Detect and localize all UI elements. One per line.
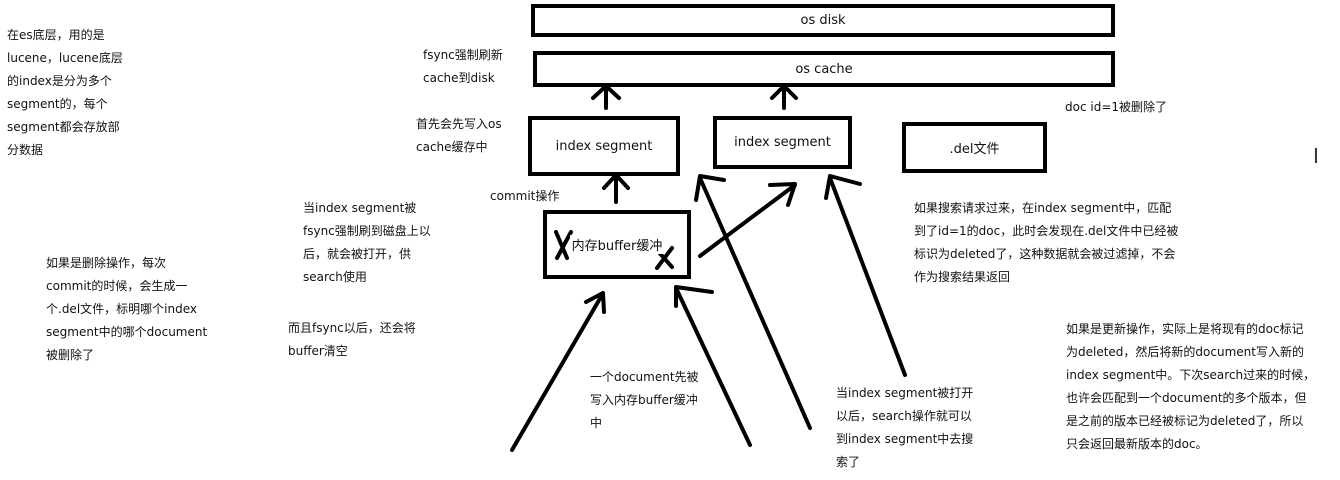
- note-line: doc id=1被删除了: [1065, 100, 1168, 114]
- note-line: 标识为deleted了，这种数据就会被过滤掉，不会: [914, 247, 1176, 261]
- os-disk-label: os disk: [800, 13, 846, 28]
- note-line: cache缓存中: [416, 140, 488, 154]
- note-line: 写入内存buffer缓冲: [590, 393, 698, 407]
- note-commit: commit操作: [490, 185, 559, 208]
- os-disk-box: os disk: [531, 4, 1115, 37]
- os-cache-box: os cache: [533, 51, 1115, 87]
- note-line: fsync强制刷新: [423, 48, 503, 62]
- arrow-segment1-to-cache: [591, 84, 621, 110]
- note-es-lucene: 在es底层，用的是 lucene，lucene底层 的index是分为多个 se…: [7, 24, 123, 162]
- note-line: 到了id=1的doc，此时会发现在.del文件中已经被: [914, 224, 1179, 238]
- note-line: commit操作: [490, 189, 560, 203]
- index-segment-1-label: index segment: [555, 138, 653, 154]
- note-line: 也许会匹配到一个document的多个版本，但: [1066, 391, 1307, 405]
- note-line: 后，就会被打开，供: [303, 247, 412, 261]
- arrow-buffer-to-segment2: [698, 182, 797, 258]
- os-cache-label: os cache: [795, 61, 853, 77]
- note-line: segment中的哪个document: [46, 325, 208, 339]
- arrow-search-to-segment2-a: [694, 174, 812, 430]
- note-line: 作为搜索结果返回: [914, 270, 1011, 284]
- arrow-document-to-buffer-1: [510, 291, 606, 452]
- note-line: commit的时候，会生成一: [46, 279, 188, 293]
- note-line: 个.del文件，标明哪个index: [46, 302, 197, 316]
- note-line: 被删除了: [46, 348, 95, 362]
- note-line: segment都会存放部: [7, 120, 120, 134]
- arrow-buffer-to-segment1: [602, 173, 630, 204]
- note-line: search使用: [303, 270, 367, 284]
- note-line: lucene，lucene底层: [7, 51, 123, 65]
- note-line: index segment中。下次search过来的时候，: [1066, 368, 1316, 382]
- note-update-op: 如果是更新操作，实际上是将现有的doc标记 为deleted，然后将新的docu…: [1066, 318, 1315, 456]
- arrow-segment2-to-cache: [770, 84, 798, 110]
- memory-buffer-label: 内存buffer缓冲: [569, 235, 665, 254]
- note-write-os-cache: 首先会先写入os cache缓存中: [416, 113, 502, 159]
- note-line: 为deleted，然后将新的document写入新的: [1066, 345, 1304, 359]
- note-line: 中: [590, 416, 603, 430]
- text-cursor-icon: I: [1313, 144, 1319, 168]
- note-line: 是之前的版本已经被标记为deleted了，所以: [1066, 414, 1304, 428]
- note-line: 而且fsync以后，还会将: [288, 321, 416, 335]
- note-line: 如果是更新操作，实际上是将现有的doc标记: [1066, 322, 1304, 336]
- note-line: 分数据: [7, 143, 44, 157]
- note-doc-to-buffer: 一个document先被 写入内存buffer缓冲 中: [590, 366, 699, 435]
- note-line: 一个document先被: [590, 370, 699, 384]
- note-doc-deleted: doc id=1被删除了: [1065, 96, 1167, 119]
- note-line: 在es底层，用的是: [7, 28, 105, 42]
- note-search-segment: 当index segment被打开 以后，search操作就可以 到index …: [836, 382, 973, 474]
- arrow-search-to-segment2-b: [824, 174, 907, 377]
- note-line: 当index segment被: [303, 201, 417, 215]
- note-line: 当index segment被打开: [836, 386, 974, 400]
- note-line: 首先会先写入os: [416, 117, 502, 131]
- note-delete-op: 如果是删除操作，每次 commit的时候，会生成一 个.del文件，标明哪个in…: [46, 252, 207, 367]
- note-line: segment的，每个: [7, 97, 108, 111]
- arrow-document-to-buffer-2: [674, 285, 752, 447]
- index-segment-2-box: index segment: [713, 116, 852, 169]
- note-line: 以后，search操作就可以: [836, 409, 972, 423]
- note-line: 如果是删除操作，每次: [46, 256, 167, 270]
- note-line: 索了: [836, 455, 861, 469]
- del-file-label: .del文件: [949, 142, 1000, 157]
- x-mark-1: [554, 230, 573, 260]
- index-segment-2-label: index segment: [734, 135, 831, 150]
- memory-buffer-box: 内存buffer缓冲: [543, 210, 691, 279]
- note-line: 只会返回最新版本的doc。: [1066, 437, 1208, 451]
- note-line: 如果搜索请求过来，在index segment中，匹配: [914, 201, 1172, 215]
- note-line: buffer清空: [288, 344, 348, 358]
- note-search-filter: 如果搜索请求过来，在index segment中，匹配 到了id=1的doc，此…: [914, 197, 1178, 289]
- del-file-box: .del文件: [902, 122, 1047, 173]
- index-segment-1-box: index segment: [528, 116, 680, 176]
- note-buffer-clear: 而且fsync以后，还会将 buffer清空: [288, 317, 416, 363]
- note-line: fsync强制刷到磁盘上以: [303, 224, 431, 238]
- note-segment-opened: 当index segment被 fsync强制刷到磁盘上以 后，就会被打开，供 …: [303, 197, 431, 289]
- note-line: 的index是分为多个: [7, 74, 112, 88]
- note-line: cache到disk: [423, 71, 495, 85]
- note-line: 到index segment中去搜: [836, 432, 974, 446]
- note-fsync-cache: fsync强制刷新 cache到disk: [423, 44, 503, 90]
